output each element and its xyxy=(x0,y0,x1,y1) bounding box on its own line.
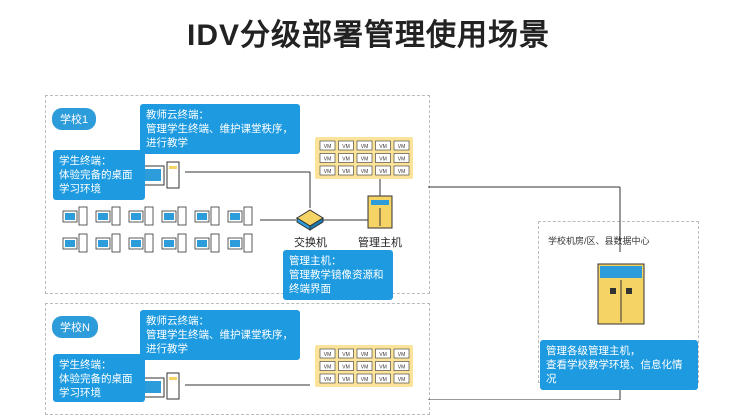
vm-cell: VM xyxy=(319,348,336,359)
teacher-callout-n: 教师云终端： 管理学生终端、维护课堂秩序， 进行教学 xyxy=(140,310,300,360)
vm-cell: VM xyxy=(375,361,391,371)
vm-cell: VM xyxy=(338,348,354,359)
vm-cell: VM xyxy=(375,153,391,163)
vm-cell-label: VM xyxy=(398,365,406,371)
student-pc-icon xyxy=(227,206,253,226)
student-callout-n: 学生终端： 体验完备的桌面 学习环境 xyxy=(53,354,145,402)
vm-cell: VM xyxy=(338,140,354,151)
vm-panel-school1: VM VM VM VM VM VM VM VM VM VM VM VM VM VM VM xyxy=(315,137,413,179)
student-pc-icon xyxy=(62,206,88,226)
vm-cell: VM xyxy=(393,373,410,384)
vm-cell: VM xyxy=(319,361,336,371)
vm-cell-label: VM xyxy=(398,377,406,383)
vm-cell-label: VM xyxy=(342,157,350,163)
student-pc-icon xyxy=(161,206,187,226)
vm-panel-schooln: VM VM VM VM VM VM VM VM VM VM VM VM VM VM VM xyxy=(315,345,413,387)
vm-cell: VM xyxy=(393,153,410,163)
vm-cell-label: VM xyxy=(342,352,350,358)
vm-cell-label: VM xyxy=(324,365,332,371)
vm-cell-label: VM xyxy=(342,365,350,371)
vm-cell-label: VM xyxy=(324,144,332,150)
vm-cell: VM xyxy=(319,153,336,163)
vm-cell: VM xyxy=(356,153,373,163)
vm-cell-label: VM xyxy=(342,169,350,175)
vm-cell-label: VM xyxy=(342,144,350,150)
vm-cell: VM xyxy=(338,361,354,371)
vm-cell-label: VM xyxy=(324,157,332,163)
vm-cell-label: VM xyxy=(379,169,387,175)
vm-cell-label: VM xyxy=(379,144,387,150)
vm-cell: VM xyxy=(356,348,373,359)
teacher-terminal-icon xyxy=(139,161,180,189)
school-n-tag: 学校N xyxy=(52,316,98,338)
school-1-tag: 学校1 xyxy=(52,108,97,130)
vm-cell-label: VM xyxy=(379,352,387,358)
vm-cell-label: VM xyxy=(379,377,387,383)
vm-cell-label: VM xyxy=(361,352,369,358)
vm-cell: VM xyxy=(375,373,391,384)
vm-cell: VM xyxy=(338,373,354,384)
host-callout: 管理主机： 管理教学镜像资源和 终端界面 xyxy=(283,250,393,300)
vm-cell-label: VM xyxy=(324,352,332,358)
vm-cell-label: VM xyxy=(342,377,350,383)
switch-icon xyxy=(296,209,324,231)
vm-cell: VM xyxy=(319,165,336,176)
vm-cell-label: VM xyxy=(398,144,406,150)
vm-cell-label: VM xyxy=(379,157,387,163)
vm-cell: VM xyxy=(393,361,410,371)
vm-cell: VM xyxy=(375,140,391,151)
page-title: IDV分级部署管理使用场景 xyxy=(186,19,550,52)
vm-cell: VM xyxy=(393,348,410,359)
vm-cell: VM xyxy=(356,361,373,371)
vm-cell: VM xyxy=(338,165,354,176)
student-pcs xyxy=(62,206,253,253)
student-callout-1: 学生终端： 体验完备的桌面 学习环境 xyxy=(53,150,145,200)
student-pc-icon xyxy=(194,206,220,226)
vm-cell-label: VM xyxy=(398,352,406,358)
vm-cell-label: VM xyxy=(379,365,387,371)
vm-cell-label: VM xyxy=(361,169,369,175)
host-label: 管理主机 xyxy=(358,237,402,249)
switch-label: 交换机 xyxy=(294,237,327,249)
vm-cell: VM xyxy=(393,140,410,151)
management-host-icon xyxy=(367,195,393,229)
vm-cell-label: VM xyxy=(324,169,332,175)
student-pc-icon xyxy=(194,233,220,253)
student-pc-icon xyxy=(161,233,187,253)
vm-cell-label: VM xyxy=(398,157,406,163)
datacenter-server-icon xyxy=(597,263,645,325)
datacenter-callout: 管理各级管理主机， 查看学校教学环境、信息化情况 xyxy=(540,340,698,390)
vm-cell: VM xyxy=(356,140,373,151)
vm-cell: VM xyxy=(356,165,373,176)
vm-cell-label: VM xyxy=(324,377,332,383)
vm-cell: VM xyxy=(319,373,336,384)
student-pc-icon xyxy=(95,233,121,253)
student-pc-icon xyxy=(62,233,88,253)
vm-cell: VM xyxy=(338,153,354,163)
vm-cell-label: VM xyxy=(361,377,369,383)
vm-cell: VM xyxy=(356,373,373,384)
student-pc-icon xyxy=(227,233,253,253)
teacher-terminal-n-icon xyxy=(139,372,180,400)
student-pc-icon xyxy=(128,206,154,226)
student-pc-icon xyxy=(95,206,121,226)
vm-cell: VM xyxy=(375,165,391,176)
vm-cell-label: VM xyxy=(398,169,406,175)
datacenter-label: 学校机房/区、县数据中心 xyxy=(548,236,650,246)
vm-cell: VM xyxy=(393,165,410,176)
vm-cell: VM xyxy=(375,348,391,359)
vm-cell: VM xyxy=(319,140,336,151)
vm-cell-label: VM xyxy=(361,144,369,150)
teacher-callout-1: 教师云终端： 管理学生终端、维护课堂秩序， 进行教学 xyxy=(140,104,300,154)
vm-cell-label: VM xyxy=(361,365,369,371)
vm-cell-label: VM xyxy=(361,157,369,163)
student-pc-icon xyxy=(128,233,154,253)
